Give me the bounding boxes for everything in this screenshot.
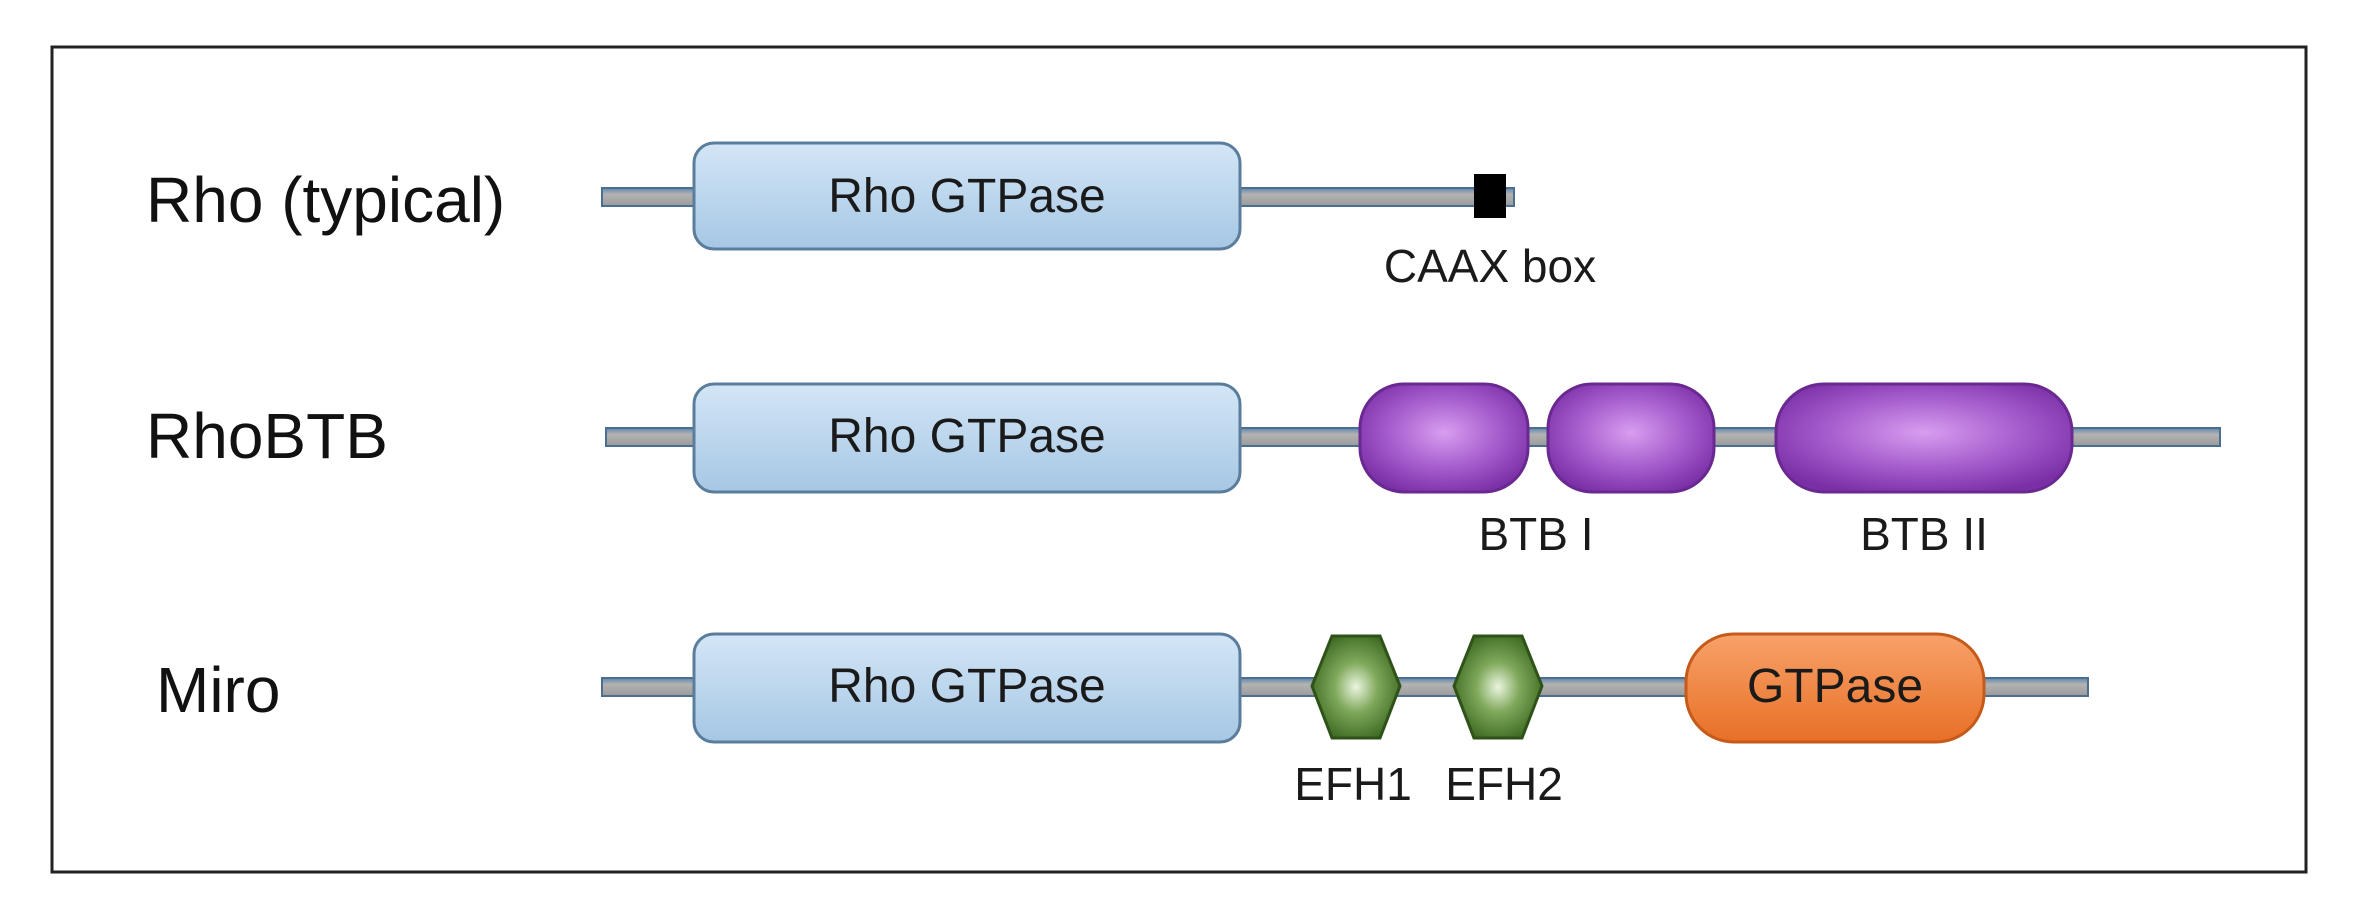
- caax-box-label: CAAX box: [1384, 240, 1596, 292]
- btb-domain-2: [1774, 382, 2074, 494]
- efh1-domain: [1310, 634, 1402, 740]
- efh2-label: EFH2: [1445, 758, 1563, 810]
- btb-domain-1a: [1358, 382, 1530, 494]
- protein-row-rhobtb: RhoBTB Rho GTPase BTB I BTB II: [146, 382, 2221, 560]
- efh1-label: EFH1: [1294, 758, 1412, 810]
- btb-i-label: BTB I: [1478, 508, 1593, 560]
- efh2-domain: [1452, 634, 1544, 740]
- protein-row-miro: Miro Rho GTPase EFH1 EFH2 GTPase: [156, 632, 2089, 810]
- domain-label: Rho GTPase: [828, 660, 1105, 713]
- gtpase-domain: GTPase: [1684, 632, 1986, 744]
- caax-box-marker: [1474, 174, 1506, 218]
- rho-gtpase-domain: Rho GTPase: [692, 382, 1242, 494]
- protein-name: Miro: [156, 654, 280, 726]
- domain-label: GTPase: [1747, 660, 1923, 713]
- protein-name: Rho (typical): [146, 164, 505, 236]
- domain-label: Rho GTPase: [828, 170, 1105, 223]
- rho-gtpase-domain: Rho GTPase: [692, 632, 1242, 744]
- protein-name: RhoBTB: [146, 400, 388, 472]
- btb-ii-label: BTB II: [1860, 508, 1988, 560]
- rho-gtpase-domain: Rho GTPase: [692, 141, 1242, 251]
- protein-row-rho-typical: Rho (typical) Rho GTPase CAAX box: [146, 141, 1596, 292]
- domain-label: Rho GTPase: [828, 410, 1105, 463]
- btb-domain-1b: [1546, 382, 1716, 494]
